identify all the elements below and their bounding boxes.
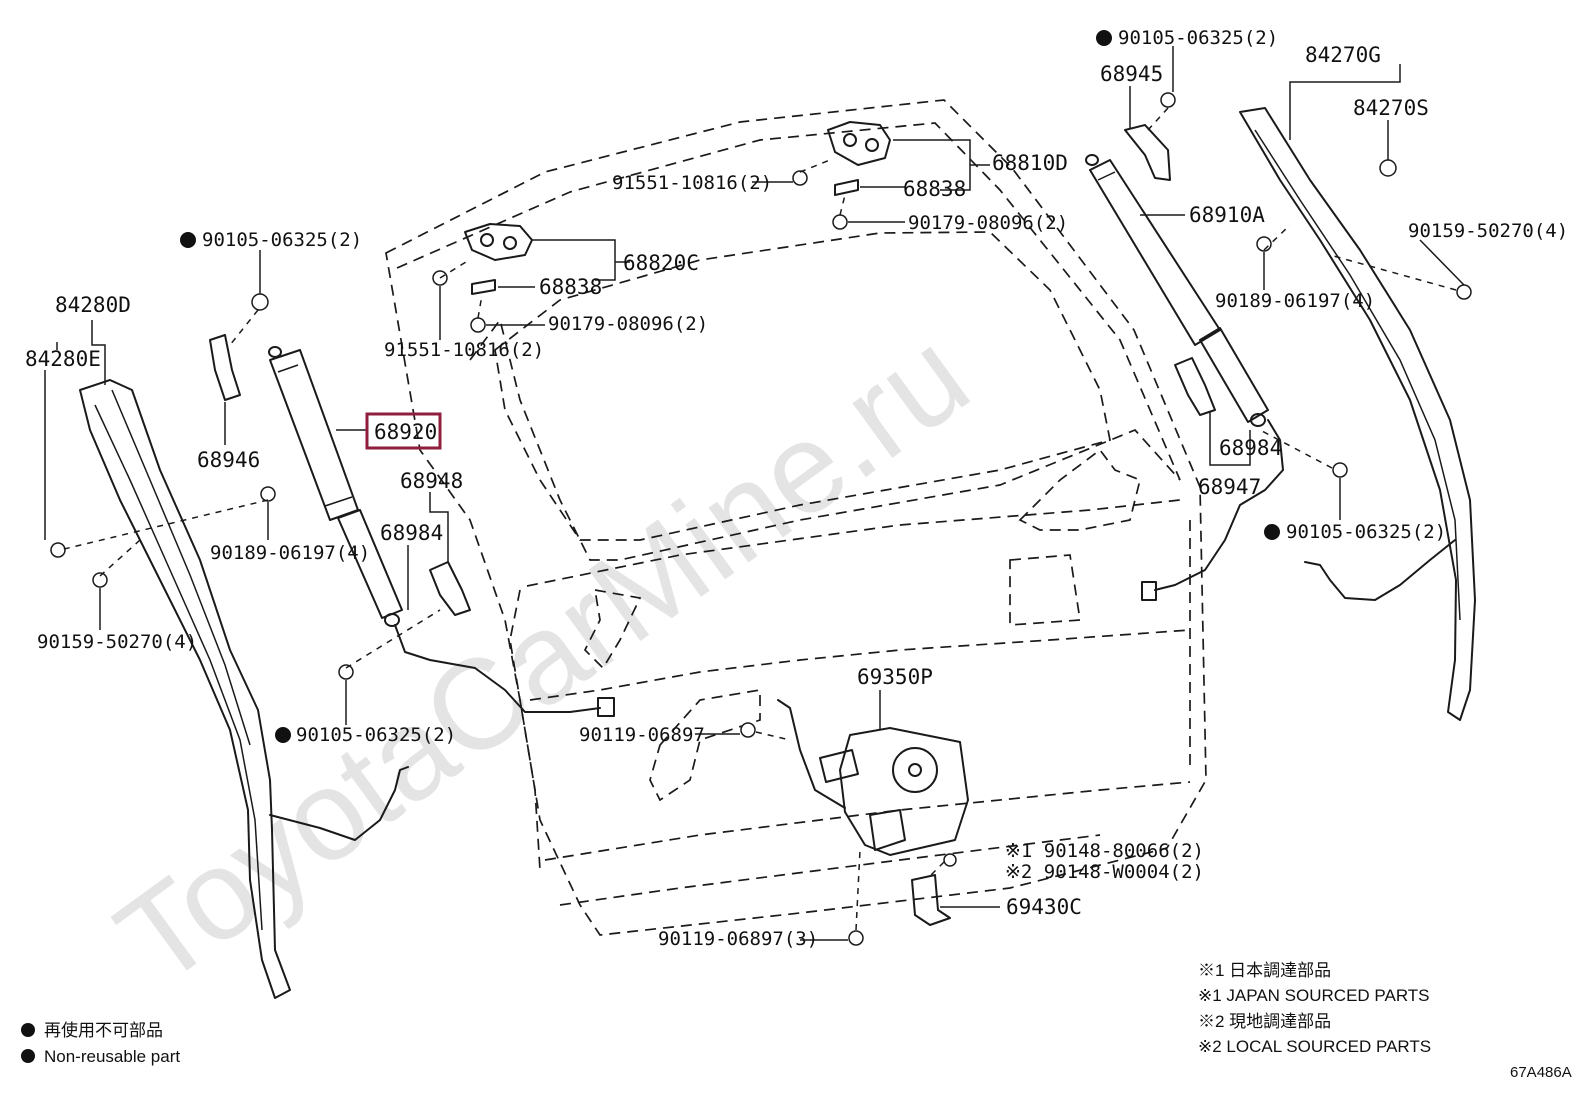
label-90159-left[interactable]: 90159-50270(4) [37,631,197,653]
label-68838-mid[interactable]: 68838 [539,275,602,299]
label-90119-b[interactable]: 90119-06897(3) [658,928,818,950]
label-91551-top[interactable]: 91551-10816(2) [612,172,772,194]
label-90179-mid[interactable]: 90179-08096(2) [548,313,708,335]
cables [269,419,1456,841]
label-90105-left-top[interactable]: 90105-06325(2) [202,229,362,251]
note-1-jp: ※1 日本調達部品 [1198,961,1331,980]
watermark-text: ToyotaCarMine.ru [92,303,993,1012]
non-reusable-dot-icon [1264,524,1280,540]
fastener-leaders [59,107,1457,931]
legend-non-reusable-jp: 再使用不可部品 [44,1020,163,1040]
legend: 再使用不可部品 Non-reusable part ※1 日本調達部品 ※1 J… [21,961,1572,1081]
label-84280E[interactable]: 84280E [25,347,101,371]
label-69350P[interactable]: 69350P [857,665,933,689]
label-68920[interactable]: 68920 [374,420,437,444]
label-90105-left-bot[interactable]: 90105-06325(2) [296,724,456,746]
label-68945[interactable]: 68945 [1100,62,1163,86]
label-90179-top[interactable]: 90179-08096(2) [908,212,1068,234]
label-68947[interactable]: 68947 [1198,475,1261,499]
side-trim-right[interactable] [1239,107,1476,721]
back-door-panel-outline [385,99,1207,936]
label-90148-2[interactable]: ※2 90148-W0004(2) [1005,861,1204,883]
label-90119-a[interactable]: 90119-06897 [579,724,705,746]
label-68984-left[interactable]: 68984 [380,521,443,545]
highlight-box-68920 [365,412,442,450]
striker-69430C[interactable] [911,874,951,926]
label-68946[interactable]: 68946 [197,448,260,472]
non-reusable-dot-icon [275,727,291,743]
non-reusable-dot-icon [1096,30,1112,46]
non-reusable-dot-icon [21,1049,35,1063]
label-90148-1[interactable]: ※1 90148-80066(2) [1005,840,1204,862]
callout-labels: 90105-06325(2) 68945 84270G 84270S 68810… [25,27,1568,950]
label-90159-right[interactable]: 90159-50270(4) [1408,220,1568,242]
non-reusable-dot-icon [180,232,196,248]
label-90105-top[interactable]: 90105-06325(2) [1118,27,1278,49]
bracket-68947[interactable] [1174,357,1216,416]
label-68838-top[interactable]: 68838 [903,177,966,201]
label-68984-right[interactable]: 68984 [1219,436,1282,460]
label-84270G[interactable]: 84270G [1305,43,1381,67]
note-2-en: ※2 LOCAL SOURCED PARTS [1198,1037,1431,1056]
label-68910A[interactable]: 68910A [1189,203,1265,227]
figure-code: 67A486A [1510,1064,1572,1081]
bracket-68948[interactable] [429,561,471,616]
leader-lines [44,46,1465,941]
bracket-68945[interactable] [1124,124,1171,181]
note-1-en: ※1 JAPAN SOURCED PARTS [1198,986,1430,1005]
power-closer-motor[interactable] [777,699,969,856]
side-trim-left[interactable] [79,379,291,999]
gas-stay-right[interactable] [1085,154,1269,427]
label-91551-mid[interactable]: 91551-10816(2) [384,339,544,361]
note-2-jp: ※2 現地調達部品 [1198,1012,1331,1031]
legend-non-reusable-en: Non-reusable part [44,1047,180,1066]
label-84280D[interactable]: 84280D [55,293,131,317]
label-69430C[interactable]: 69430C [1006,895,1082,919]
non-reusable-dot-icon [21,1023,35,1037]
label-84270S[interactable]: 84270S [1353,96,1429,120]
label-68810D[interactable]: 68810D [992,151,1068,175]
bracket-68946[interactable] [209,334,241,401]
label-68948[interactable]: 68948 [400,469,463,493]
label-68820C[interactable]: 68820C [623,251,699,275]
label-90189-right[interactable]: 90189-06197(4) [1215,290,1375,312]
label-90105-right[interactable]: 90105-06325(2) [1286,521,1446,543]
hinge-upper-left[interactable] [464,223,533,295]
gas-stay-left[interactable] [268,346,403,627]
label-90189-left[interactable]: 90189-06197(4) [210,542,370,564]
hinge-upper-right[interactable] [827,121,891,196]
